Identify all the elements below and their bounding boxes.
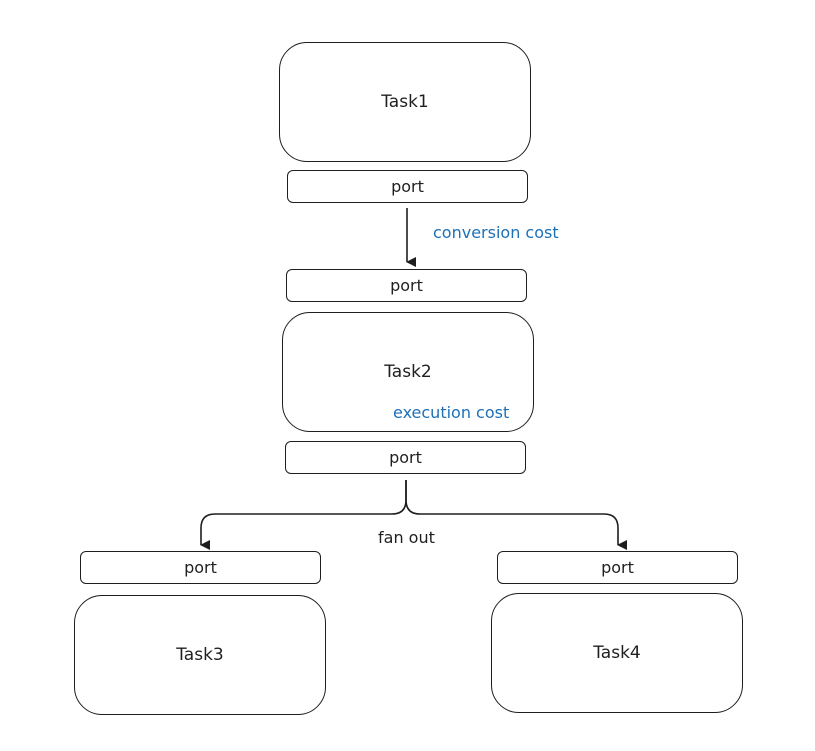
task4-input-port[interactable]: port [497, 551, 738, 584]
task2-output-port[interactable]: port [285, 441, 526, 474]
task4-label: Task4 [593, 643, 641, 663]
task2-output-port-label: port [389, 448, 422, 467]
task4-node[interactable]: Task4 [491, 593, 743, 713]
fan-out-arrow-right [405, 480, 627, 550]
task1-output-port-label: port [391, 177, 424, 196]
execution-cost-label: execution cost [393, 403, 510, 422]
task1-output-port[interactable]: port [287, 170, 528, 203]
task3-input-port-label: port [184, 558, 217, 577]
fan-out-arrow-left [200, 480, 407, 550]
task2-node[interactable]: Task2 [282, 312, 534, 432]
task4-input-port-label: port [601, 558, 634, 577]
task3-input-port[interactable]: port [80, 551, 321, 584]
conversion-cost-label: conversion cost [433, 223, 559, 242]
task2-input-port-label: port [390, 276, 423, 295]
fan-out-label: fan out [378, 528, 435, 547]
task3-node[interactable]: Task3 [74, 595, 326, 715]
task3-label: Task3 [176, 645, 224, 665]
task2-label: Task2 [384, 362, 432, 382]
task2-input-port[interactable]: port [286, 269, 527, 302]
task1-node[interactable]: Task1 [279, 42, 531, 162]
task1-label: Task1 [381, 92, 429, 112]
